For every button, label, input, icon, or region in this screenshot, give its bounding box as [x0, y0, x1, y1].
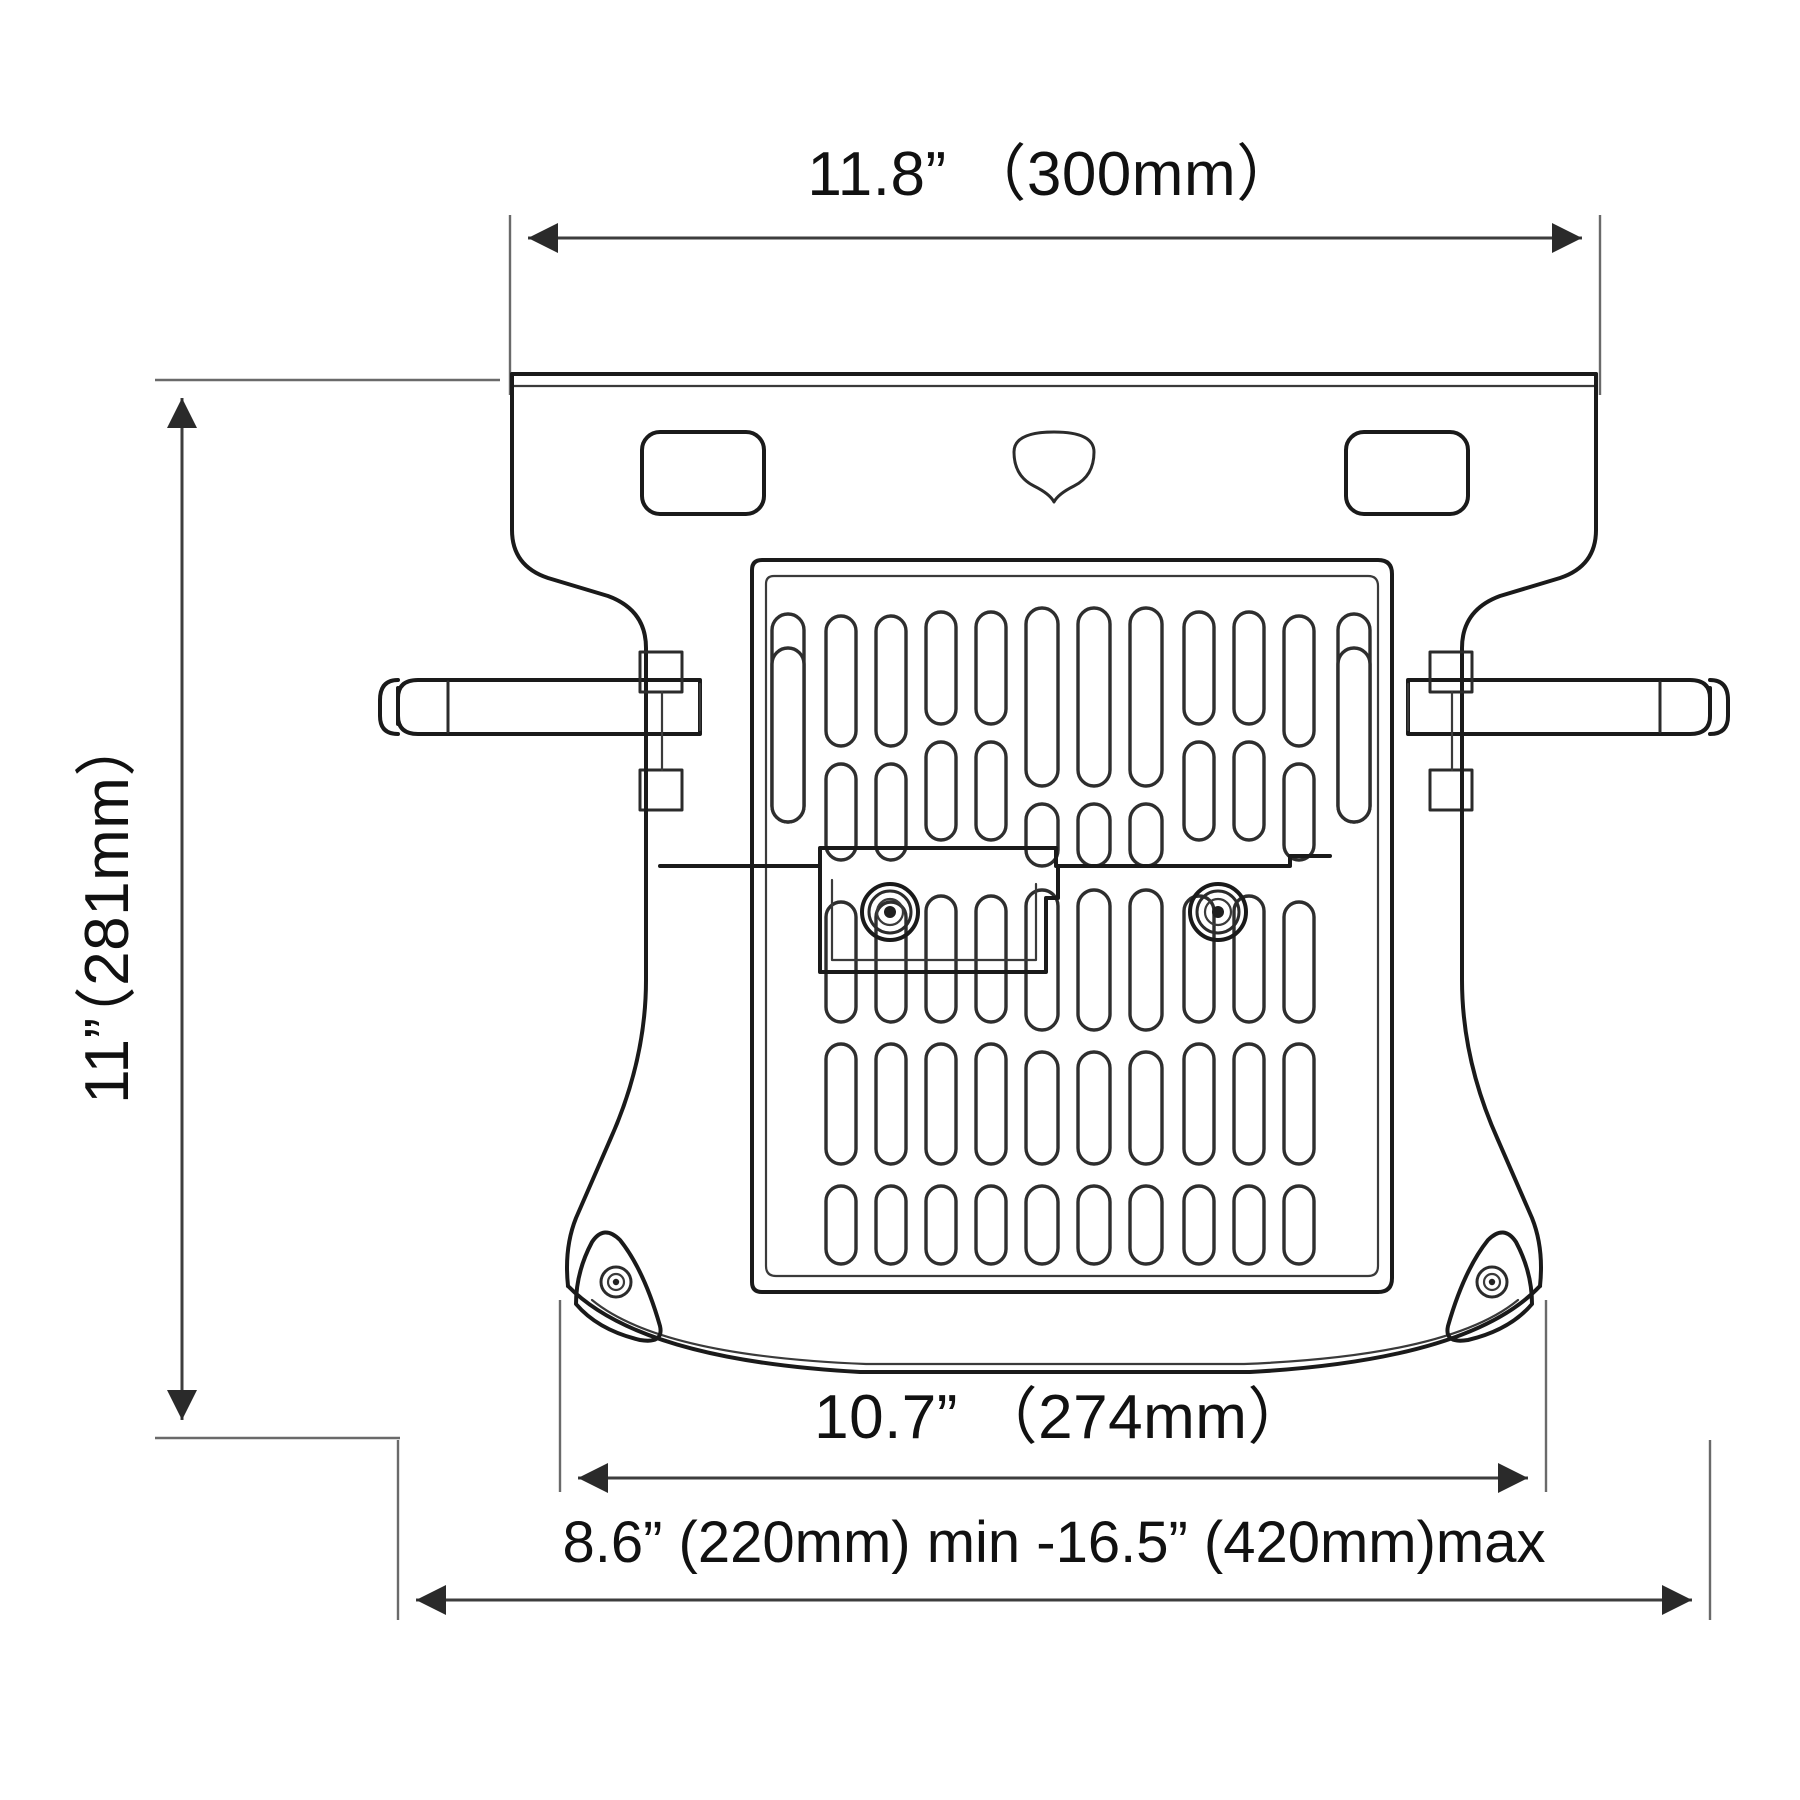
tray-width-label: 10.7” （274mm） [814, 1383, 1310, 1452]
body-side-rails [565, 698, 1543, 1288]
left-thumbscrew [860, 882, 920, 942]
tray-width-dimension-group: 10.7” （274mm） [558, 1300, 1548, 1493]
tray-clamp-bar [658, 846, 1332, 974]
top-dimension-label: 11.8” （300mm） [807, 140, 1298, 209]
right-thumbscrew [1188, 882, 1248, 942]
left-strap-slot [640, 430, 766, 516]
adjust-range-label: 8.6” (220mm) min -16.5” (420mm)max [563, 1510, 1546, 1575]
center-cable-notch [1012, 430, 1096, 504]
ventilated-laptop-tray [658, 558, 1394, 1294]
tray-vent-pattern [770, 606, 1372, 1266]
mounting-plate [510, 372, 1598, 702]
left-rubber-stop [574, 1230, 663, 1343]
left-dimension-group: 11”（281mm） [73, 378, 500, 1440]
arm-bracket-tabs [638, 650, 1474, 812]
right-rubber-stop [1445, 1230, 1534, 1343]
top-dimension-group: 11.8” （300mm） [508, 140, 1602, 395]
adjust-range-dimension-group: 8.6” (220mm) min -16.5” (420mm)max [396, 1440, 1712, 1620]
left-dimension-label: 11”（281mm） [73, 714, 142, 1104]
bottom-cross-bar [566, 1284, 1542, 1374]
left-support-arm [378, 678, 702, 736]
right-strap-slot [1344, 430, 1470, 516]
right-support-arm [1406, 678, 1730, 736]
